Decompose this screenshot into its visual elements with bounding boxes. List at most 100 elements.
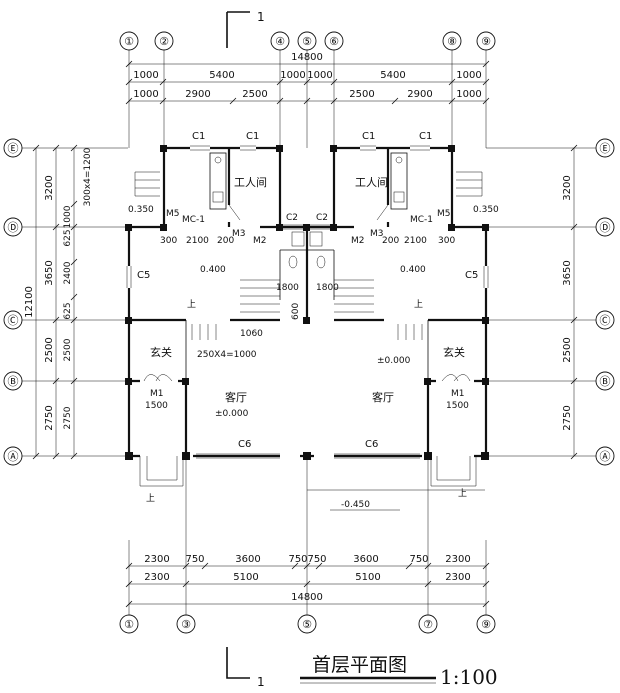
room-servant-left: 工人间: [234, 176, 267, 189]
bottom-dim-r2-1: 2300: [144, 572, 169, 583]
up-arrow-1: 上: [187, 299, 196, 310]
axis-bottom-7: ⑦: [423, 618, 433, 631]
stair-dim: 250X4=1000: [197, 350, 257, 360]
axis-bottom-1: ①: [124, 618, 134, 631]
tag-m3-left: M3: [232, 229, 246, 239]
dim-1500-right: 1500: [446, 401, 469, 411]
axis-row-c-left: Ⓒ: [8, 314, 19, 327]
left-dim-2750: 2750: [44, 405, 55, 430]
right-dim-3200: 3200: [562, 175, 573, 200]
bottom-dim-6: 3600: [353, 554, 378, 565]
bottom-dim-r2-3: 5100: [355, 572, 380, 583]
left-dim-3650: 3650: [44, 260, 55, 285]
dim-300-right: 300: [438, 236, 455, 246]
axis-row-d-left: Ⓓ: [8, 221, 19, 234]
bottom-dim-r2-2: 5100: [233, 572, 258, 583]
bottom-dim-8: 2300: [445, 554, 470, 565]
axis-top-1: ①: [124, 35, 134, 48]
axis-row-b-left: Ⓑ: [8, 375, 19, 388]
tag-c1-d: C1: [419, 131, 432, 142]
left-dim-total: 12100: [24, 286, 35, 318]
drawing-scale: 1:100: [440, 665, 498, 689]
axis-top-2: ②: [159, 35, 169, 48]
left-dim-625b: 625: [63, 302, 73, 319]
top-dim-3: 1000: [280, 70, 305, 81]
bottom-dim-3: 3600: [235, 554, 260, 565]
top-dim-4: 1000: [307, 70, 332, 81]
tag-m5-left: M5: [166, 209, 180, 219]
left-dim-3200: 3200: [44, 175, 55, 200]
top-dim-r2-2: 2900: [185, 89, 210, 100]
section-mark-top: 1: [226, 10, 265, 48]
dim-300-left: 300: [160, 236, 177, 246]
bottom-axis-bubbles: ① ③ ⑤ ⑦ ⑨: [119, 614, 496, 634]
top-dimension-chains: 14800 1000 5400 1000 1000 5400 1000 1000…: [125, 52, 490, 105]
top-dim-6: 1000: [456, 70, 481, 81]
axis-top-6: ⑥: [329, 35, 339, 48]
level-0000-left: ±0.000: [215, 409, 249, 419]
dim-2100-right: 2100: [404, 236, 427, 246]
left-dimension-chains: 3200 3650 2500 2750 12100 1000 625 2400 …: [24, 144, 93, 460]
bottom-dim-2: 750: [185, 554, 204, 565]
structural-columns: [125, 145, 489, 460]
left-dim-2500-inner: 2500: [63, 338, 73, 361]
level-0400-right: 0.400: [400, 265, 426, 275]
tag-c6-right: C6: [365, 439, 378, 450]
tag-mc1-left: MC-1: [182, 215, 205, 225]
top-dim-r2-1: 1000: [133, 89, 158, 100]
dim-1500-left: 1500: [145, 401, 168, 411]
room-living-right: 客厅: [372, 390, 394, 404]
tag-m1-right: M1: [451, 389, 465, 399]
top-axis-bubbles: ① ② ④ ⑤ ⑥ ⑧ ⑨: [119, 31, 496, 51]
section-mark-bottom-label: 1: [257, 675, 265, 689]
tag-m5-right: M5: [437, 209, 451, 219]
axis-top-5: ⑤: [302, 35, 312, 48]
level-0350-left: 0.350: [128, 205, 154, 215]
axis-bottom-3: ③: [181, 618, 191, 631]
bottom-dimension-chains: 2300 750 3600 750 750 3600 750 2300 2300…: [125, 554, 490, 608]
bottom-dim-4: 750: [288, 554, 307, 565]
axis-top-9: ⑨: [481, 35, 491, 48]
top-dim-r2-4: 2500: [349, 89, 374, 100]
axis-row-d-right: Ⓓ: [600, 221, 611, 234]
dim-1060: 1060: [240, 329, 263, 339]
left-dim-2500: 2500: [44, 337, 55, 362]
left-stair-dim: 300x4=1200: [83, 147, 93, 206]
right-dim-3650: 3650: [562, 260, 573, 285]
room-foyer-right: 玄关: [443, 345, 465, 359]
axis-bottom-5: ⑤: [302, 618, 312, 631]
tag-mc1-right: MC-1: [410, 215, 433, 225]
section-mark-top-label: 1: [257, 10, 265, 24]
left-dim-2750-inner: 2750: [63, 406, 73, 429]
tag-m2-right: M2: [351, 236, 365, 246]
left-dim-1000: 1000: [63, 205, 73, 228]
bottom-dim-r2-4: 2300: [445, 572, 470, 583]
right-dim-2500: 2500: [562, 337, 573, 362]
bottom-axis-leaders: [128, 460, 487, 616]
plan-labels: C1 C1 C1 C1 工人间 工人间 M5 MC-1 M5 MC-1 0.35…: [128, 131, 499, 510]
axis-bottom-9: ⑨: [481, 618, 491, 631]
dim-1800-left: 1800: [276, 283, 299, 293]
level-0400-left: 0.400: [200, 265, 226, 275]
up-arrow-3: 上: [146, 493, 155, 504]
axis-row-c-right: Ⓒ: [600, 314, 611, 327]
tag-c1-a: C1: [192, 131, 205, 142]
dim-2100-left: 2100: [186, 236, 209, 246]
dim-1800-right: 1800: [316, 283, 339, 293]
dim-200-right: 200: [382, 236, 399, 246]
top-dim-r2-5: 2900: [407, 89, 432, 100]
up-arrow-4: 上: [458, 488, 467, 499]
tag-c2-left: C2: [286, 213, 298, 223]
windows: [126, 145, 489, 459]
dim-200-left: 200: [217, 236, 234, 246]
axis-row-b-right: Ⓑ: [600, 375, 611, 388]
top-dim-r2-6: 1000: [456, 89, 481, 100]
walls: [127, 146, 488, 458]
top-axis-leaders: [128, 50, 487, 148]
top-dim-2: 5400: [209, 70, 234, 81]
axis-top-4: ④: [275, 35, 285, 48]
fixtures: [134, 152, 485, 511]
drawing-title-block: 首层平面图 1:100: [300, 654, 498, 689]
level-0000-right: ±0.000: [377, 356, 411, 366]
